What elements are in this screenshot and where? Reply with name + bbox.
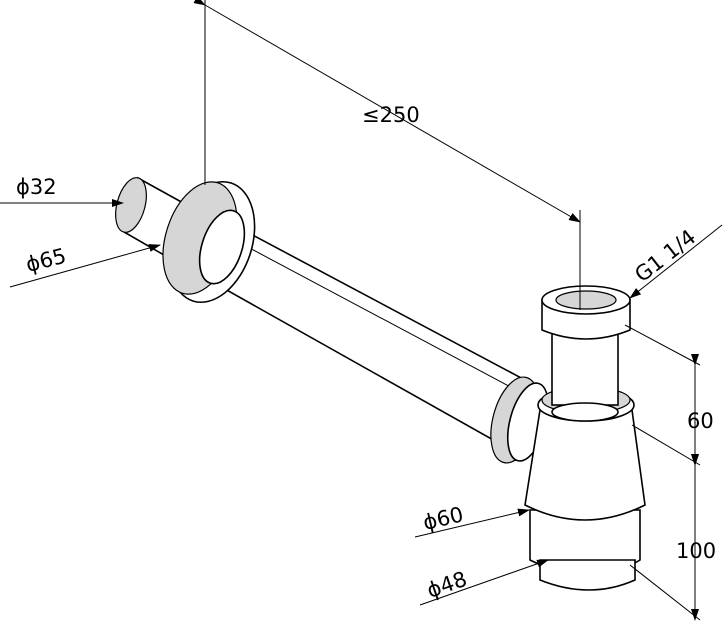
dimension-flange-diameter: ϕ65 (9, 244, 161, 288)
dimension-heights: 60 100 (624, 324, 716, 621)
flange-diameter-label: ϕ65 (23, 244, 68, 277)
dimension-pipe-diameter: ϕ32 (0, 175, 124, 207)
dimension-body-diameter: ϕ60 (414, 502, 530, 538)
bottom-diameter-label: ϕ48 (424, 567, 470, 603)
dimension-bottom-diameter: ϕ48 (419, 559, 549, 606)
length-label: ≤250 (362, 103, 420, 127)
bottle-trap (524, 285, 646, 591)
body-diameter-label: ϕ60 (421, 502, 466, 535)
upper-height-label: 60 (687, 409, 714, 433)
thread-label: G1 1/4 (630, 225, 700, 287)
pipe-diameter-label: ϕ32 (16, 175, 57, 199)
dimension-thread: G1 1/4 (629, 224, 723, 299)
lower-height-label: 100 (676, 539, 716, 563)
dimension-length: ≤250 (193, 0, 581, 310)
